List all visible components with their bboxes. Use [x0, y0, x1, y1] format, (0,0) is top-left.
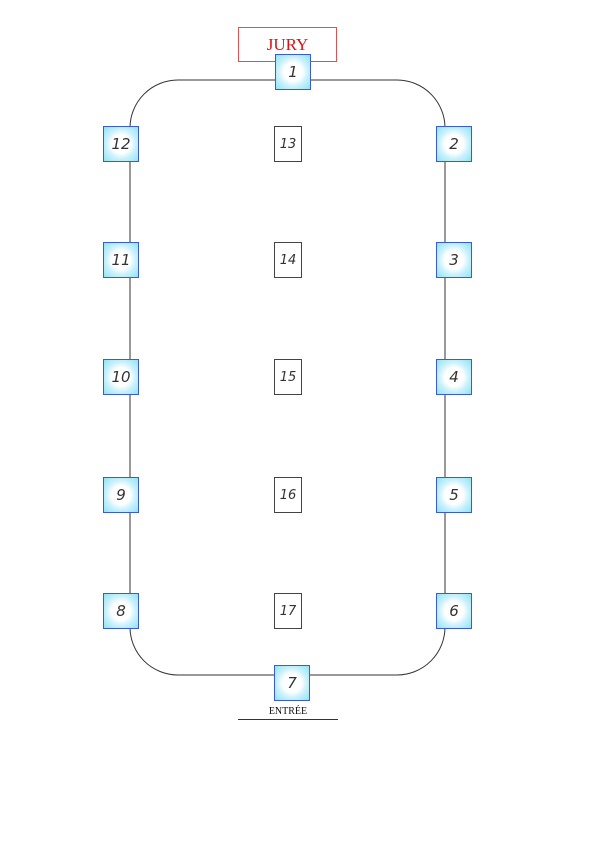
obstacle-number: 2 [449, 135, 459, 153]
obstacle-14[interactable]: 14 [274, 242, 302, 278]
jury-label: JURY [266, 34, 309, 54]
obstacle-2[interactable]: 2 [436, 126, 472, 162]
obstacle-13[interactable]: 13 [274, 126, 302, 162]
obstacle-number: 6 [449, 602, 459, 620]
entrance-label: ENTRÉE [238, 706, 338, 720]
obstacle-number: 13 [279, 136, 297, 152]
obstacle-9[interactable]: 9 [103, 477, 139, 513]
obstacle-11[interactable]: 11 [103, 242, 139, 278]
obstacle-12[interactable]: 12 [103, 126, 139, 162]
obstacle-1[interactable]: 1 [275, 54, 311, 90]
obstacle-number: 14 [279, 252, 297, 268]
obstacle-number: 15 [279, 369, 297, 385]
obstacle-3[interactable]: 3 [436, 242, 472, 278]
obstacle-number: 4 [449, 368, 459, 386]
obstacle-6[interactable]: 6 [436, 593, 472, 629]
obstacle-number: 7 [287, 674, 297, 692]
obstacle-17[interactable]: 17 [274, 593, 302, 629]
obstacle-number: 17 [279, 603, 297, 619]
obstacle-8[interactable]: 8 [103, 593, 139, 629]
obstacle-number: 16 [279, 487, 297, 503]
obstacle-number: 8 [116, 602, 126, 620]
obstacle-5[interactable]: 5 [436, 477, 472, 513]
obstacle-number: 5 [449, 486, 459, 504]
obstacle-number: 10 [111, 368, 131, 386]
obstacle-10[interactable]: 10 [103, 359, 139, 395]
obstacle-4[interactable]: 4 [436, 359, 472, 395]
obstacle-15[interactable]: 15 [274, 359, 302, 395]
obstacle-number: 9 [116, 486, 126, 504]
obstacle-number: 3 [449, 251, 459, 269]
obstacle-number: 1 [288, 63, 298, 81]
obstacle-16[interactable]: 16 [274, 477, 302, 513]
obstacle-number: 12 [111, 135, 131, 153]
obstacle-7[interactable]: 7 [274, 665, 310, 701]
obstacle-number: 11 [111, 251, 131, 269]
